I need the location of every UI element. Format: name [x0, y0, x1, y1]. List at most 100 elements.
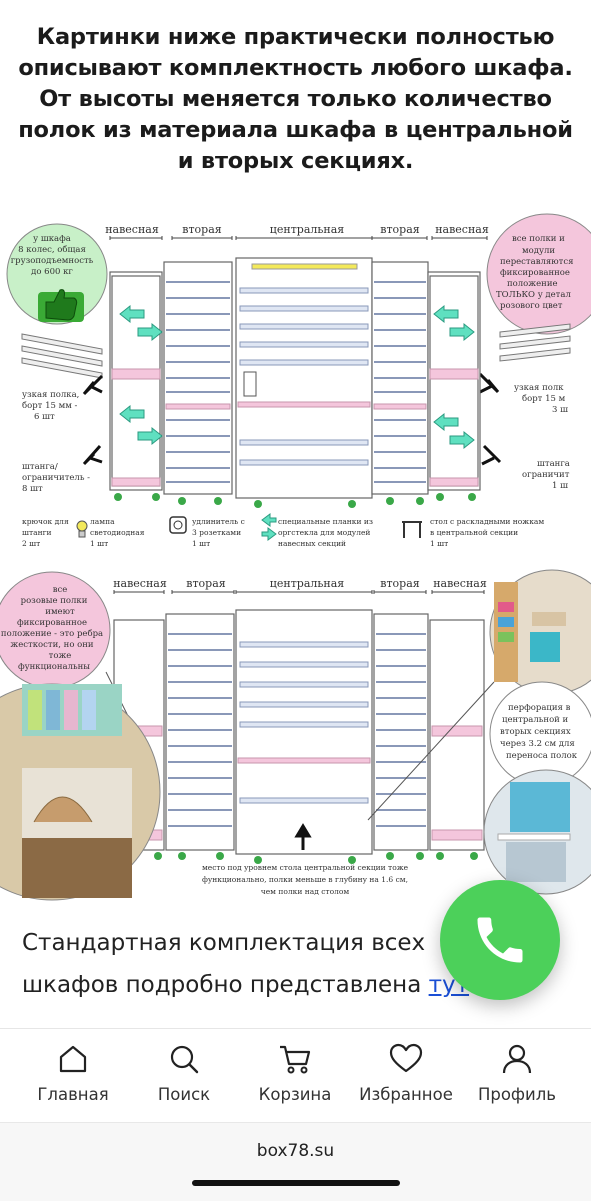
heading-line: полок из материала шкафа в центральной — [18, 117, 573, 143]
legend-text: светодиодная — [90, 528, 145, 537]
section-label: вторая — [182, 223, 222, 236]
legend-text: лампа — [90, 517, 115, 526]
search-icon — [170, 1045, 199, 1074]
heart-icon — [389, 1043, 423, 1073]
thumbs-up-icon — [38, 289, 84, 322]
arrow-up-icon — [294, 823, 312, 850]
callout-text: тоже — [49, 651, 72, 661]
legend-text: 1 шт — [192, 539, 210, 548]
note-text: узкая полк — [514, 383, 564, 393]
note-text: место под уровнем стола центральной секц… — [202, 863, 409, 872]
section-label: навесная — [113, 577, 167, 590]
legend-text: 3 розетками — [192, 528, 241, 537]
legend-text: в центральной секции — [430, 528, 518, 537]
legend-text: навесных секций — [278, 539, 346, 548]
callout-text: перфорация в — [508, 703, 571, 713]
section-label: навесная — [433, 577, 487, 590]
wardrobe-diagram-bottom[interactable]: навесная вторая центральная вторая навес… — [0, 569, 591, 908]
nav-item-search[interactable]: Поиск — [129, 1043, 239, 1104]
note-text: штанга — [537, 459, 570, 469]
legend-text: оргстекла для модулей — [278, 528, 370, 537]
note-text: 6 шт — [34, 412, 55, 422]
callout-text: переставляются — [500, 257, 573, 267]
callout-text: через 3.2 см для — [500, 739, 575, 749]
note-text: узкая полка, — [22, 390, 79, 400]
note-text: 8 шт — [22, 484, 43, 494]
note-text: ограничитель - — [22, 473, 90, 483]
cart-icon — [280, 1045, 311, 1074]
callout-text: переноса полок — [506, 751, 578, 761]
paragraph-text: Стандартная комплектация всех — [22, 930, 426, 956]
legend-text: 1 шт — [430, 539, 448, 548]
legend-text: специальные планки из — [278, 517, 373, 526]
profile-icon — [502, 1044, 532, 1074]
note-text: функционально, полки меньше в глубину на… — [202, 875, 408, 884]
nav-label: Избранное — [359, 1085, 453, 1104]
call-button[interactable] — [440, 880, 560, 1000]
nav-item-cart[interactable]: Корзина — [240, 1043, 350, 1104]
phone-icon — [477, 917, 523, 963]
wardrobe-drawing-bottom: навесная вторая центральная вторая навес… — [0, 569, 591, 901]
callout-text: фиксированное — [500, 268, 570, 278]
callout-text: положение — [507, 279, 558, 289]
section-label: навесная — [105, 223, 159, 236]
wardrobe-diagram-top[interactable]: навесная вторая центральная вторая навес… — [6, 213, 591, 560]
note-text: штанга/ — [22, 462, 58, 472]
heading-line: и вторых секциях. — [177, 148, 414, 174]
note-text: борт 15 м — [522, 393, 566, 404]
nav-label: Поиск — [157, 1085, 211, 1104]
product-photo-right-bottom — [483, 769, 591, 895]
callout-text: розового цвет — [500, 301, 563, 311]
nav-item-home[interactable]: Главная — [18, 1043, 128, 1104]
callout-text: грузоподъемность — [11, 256, 94, 266]
socket-icon — [169, 516, 187, 534]
legend-text: 1 шт — [90, 539, 108, 548]
browser-address-bar[interactable]: box78.su — [0, 1122, 591, 1201]
callout-text: розовые полки — [21, 596, 88, 606]
legend-text: удлинитель с — [192, 517, 245, 526]
callout-text: вторых секциях — [500, 727, 571, 737]
section-label: центральная — [270, 577, 344, 590]
paragraph-text: шкафов подробно представлена — [22, 972, 429, 998]
callout-text: у шкафа — [33, 234, 71, 244]
table-icon — [402, 521, 422, 538]
callout-text: жесткости, но они — [10, 640, 94, 650]
callout-text: центральной и — [502, 715, 569, 725]
legend-text: 2 шт — [22, 539, 40, 548]
callout-text: имеют — [45, 607, 75, 617]
callout-text: 8 колес, общая — [18, 244, 86, 255]
product-photo-left — [0, 683, 161, 901]
callout-text: до 600 кг — [31, 267, 73, 277]
callout-text: все — [53, 585, 68, 595]
section-label: вторая — [380, 223, 420, 236]
heading-line: Картинки ниже практически полностью — [36, 24, 555, 50]
callout-text: все полки и — [512, 234, 565, 244]
lamp-icon — [76, 520, 88, 538]
note-text: 3 ш — [552, 405, 568, 415]
section-label: навесная — [435, 223, 489, 236]
article-paragraph: Стандартная комплектация всех шкафов под… — [22, 922, 502, 1006]
legend-text: штанги — [22, 528, 52, 537]
callout-text: фиксированное — [17, 618, 87, 628]
callout-text: ТОЛЬКО у детал — [496, 290, 571, 300]
nav-item-profile[interactable]: Профиль — [462, 1043, 572, 1104]
bottom-navigation: Главная Поиск Корзина Избранное Профиль — [0, 1028, 591, 1123]
note-text: чем полки над столом — [261, 887, 350, 896]
nav-label: Корзина — [258, 1085, 332, 1104]
callout-text: функциональны — [18, 662, 90, 672]
legend-text: крючок для — [22, 517, 69, 526]
url-text[interactable]: box78.su — [256, 1141, 335, 1161]
section-label: центральная — [270, 223, 344, 236]
home-indicator[interactable] — [192, 1180, 400, 1186]
article-heading: Картинки ниже практически полностью опис… — [0, 22, 591, 177]
section-label: вторая — [380, 577, 420, 590]
callout-text: модули — [522, 246, 555, 256]
heading-line: От высоты меняется только количество — [39, 86, 552, 112]
note-text: 1 ш — [552, 481, 568, 491]
nav-label: Главная — [37, 1085, 109, 1104]
note-text: ограничит — [522, 470, 570, 480]
product-photo-right-top — [489, 569, 591, 695]
section-label: вторая — [186, 577, 226, 590]
wardrobe-drawing-top: навесная вторая центральная вторая навес… — [6, 213, 591, 548]
nav-item-favorites[interactable]: Избранное — [351, 1043, 461, 1104]
